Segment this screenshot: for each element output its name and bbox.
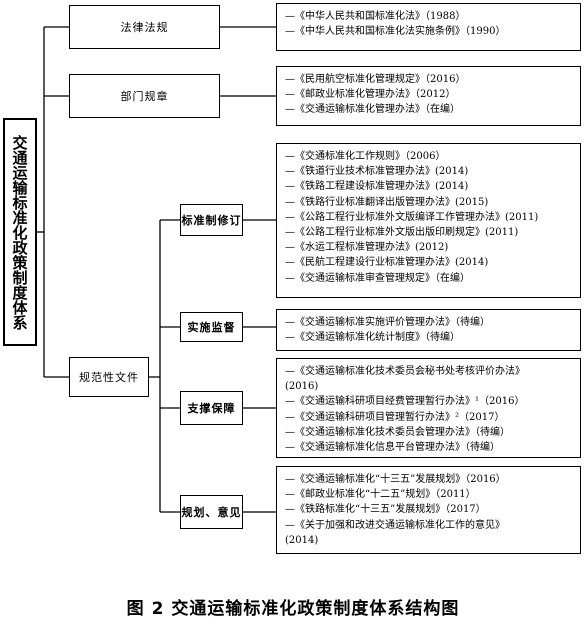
figure-caption: 图 2 交通运输标准化政策制度体系结构图 <box>126 599 460 619</box>
list-item: —《民用航空标准化管理规定》（2016） <box>285 74 466 85</box>
list-item: —《铁道行业技术标准管理办法》(2014) <box>285 166 469 178</box>
norms-label: 规范性文件 <box>79 371 139 384</box>
rules-items-box: —《民用航空标准化管理规定》（2016） —《邮政业标准化管理办法》（2012）… <box>276 66 581 126</box>
supervision-node: 实施监督 <box>180 312 243 342</box>
list-item: —《交通运输标准化信息平台管理办法》（待编） <box>285 442 500 454</box>
list-item: —《交通运输科研项目管理暂行办法》²（2017） <box>285 411 505 423</box>
rules-node: 部门规章 <box>69 74 220 118</box>
supervision-label: 实施监督 <box>187 321 236 334</box>
making-node: 标准制修订 <box>180 204 243 236</box>
planning-label: 规划、意见 <box>181 506 242 519</box>
list-item: —《邮政业标准化管理办法》（2012） <box>285 89 456 101</box>
list-item: —《铁路行业标准翻译出版管理办法》(2015) <box>285 196 489 208</box>
rules-label: 部门规章 <box>120 90 169 103</box>
planning-node: 规划、意见 <box>180 495 243 529</box>
norms-node: 规范性文件 <box>69 357 149 397</box>
laws-items-box: —《中华人民共和国标准化法》（1988） —《中华人民共和国标准化法实施条例》（… <box>276 3 581 51</box>
list-item: —《交通运输标准化技术委员会秘书处考核评价办法》 <box>285 366 525 377</box>
root-label: 交通运输标准化政策制度体系 <box>10 134 29 330</box>
list-item: —《邮政业标准化“十二五”规划》（2011） <box>285 489 476 501</box>
list-item: —《交通运输标准审查管理规定》（在编） <box>285 272 470 284</box>
list-item: —《交通运输标准化统计制度》（待编） <box>285 332 460 344</box>
list-item: —《铁路工程建设标准管理办法》(2014) <box>285 181 469 193</box>
laws-label: 法律法规 <box>120 21 169 34</box>
list-item: (2014) <box>285 534 319 546</box>
list-item: (2016) <box>285 381 319 393</box>
list-item: —《交通标准化工作规则》（2006） <box>285 151 446 162</box>
laws-node: 法律法规 <box>69 5 220 49</box>
list-item: —《中华人民共和国标准化法实施条例》（1990） <box>285 26 506 38</box>
list-item: —《公路工程行业标准外文版编译工作管理办法》(2011) <box>285 211 539 223</box>
making-label: 标准制修订 <box>181 214 242 227</box>
list-item: —《民航工程建设行业标准管理办法》(2014) <box>285 257 489 269</box>
list-item: —《中华人民共和国标准化法》（1988） <box>285 11 466 22</box>
list-item: —《交通运输科研项目经费管理暂行办法》¹（2016） <box>285 396 525 408</box>
making-items-box: —《交通标准化工作规则》（2006） —《铁道行业技术标准管理办法》(2014)… <box>276 143 581 298</box>
root-node: 交通运输标准化政策制度体系 <box>3 118 37 346</box>
list-item: —《交通运输标准化管理办法》（在编） <box>285 104 460 116</box>
support-label: 支撑保障 <box>187 402 236 415</box>
supervision-items-box: —《交通运输标准实施评价管理办法》（待编） —《交通运输标准化统计制度》（待编） <box>276 309 581 351</box>
list-item: —《关于加强和改进交通运输标准化工作的意见》 <box>285 519 505 531</box>
list-item: —《交通运输标准化“十三五”发展规划》（2016） <box>285 474 506 485</box>
planning-items-box: —《交通运输标准化“十三五”发展规划》（2016） —《邮政业标准化“十二五”规… <box>276 466 581 554</box>
support-node: 支撑保障 <box>180 391 243 425</box>
list-item: —《铁路标准化“十三五”发展规划》（2017） <box>285 504 486 516</box>
list-item: —《公路工程行业标准外文版出版印刷规定》(2011) <box>285 227 519 239</box>
support-items-box: —《交通运输标准化技术委员会秘书处考核评价办法》 (2016) —《交通运输科研… <box>276 358 581 458</box>
list-item: —《交通运输标准化技术委员会管理办法》（待编） <box>285 426 510 438</box>
list-item: —《交通运输标准实施评价管理办法》（待编） <box>285 317 490 328</box>
list-item: —《水运工程标准管理办法》(2012) <box>285 242 449 254</box>
